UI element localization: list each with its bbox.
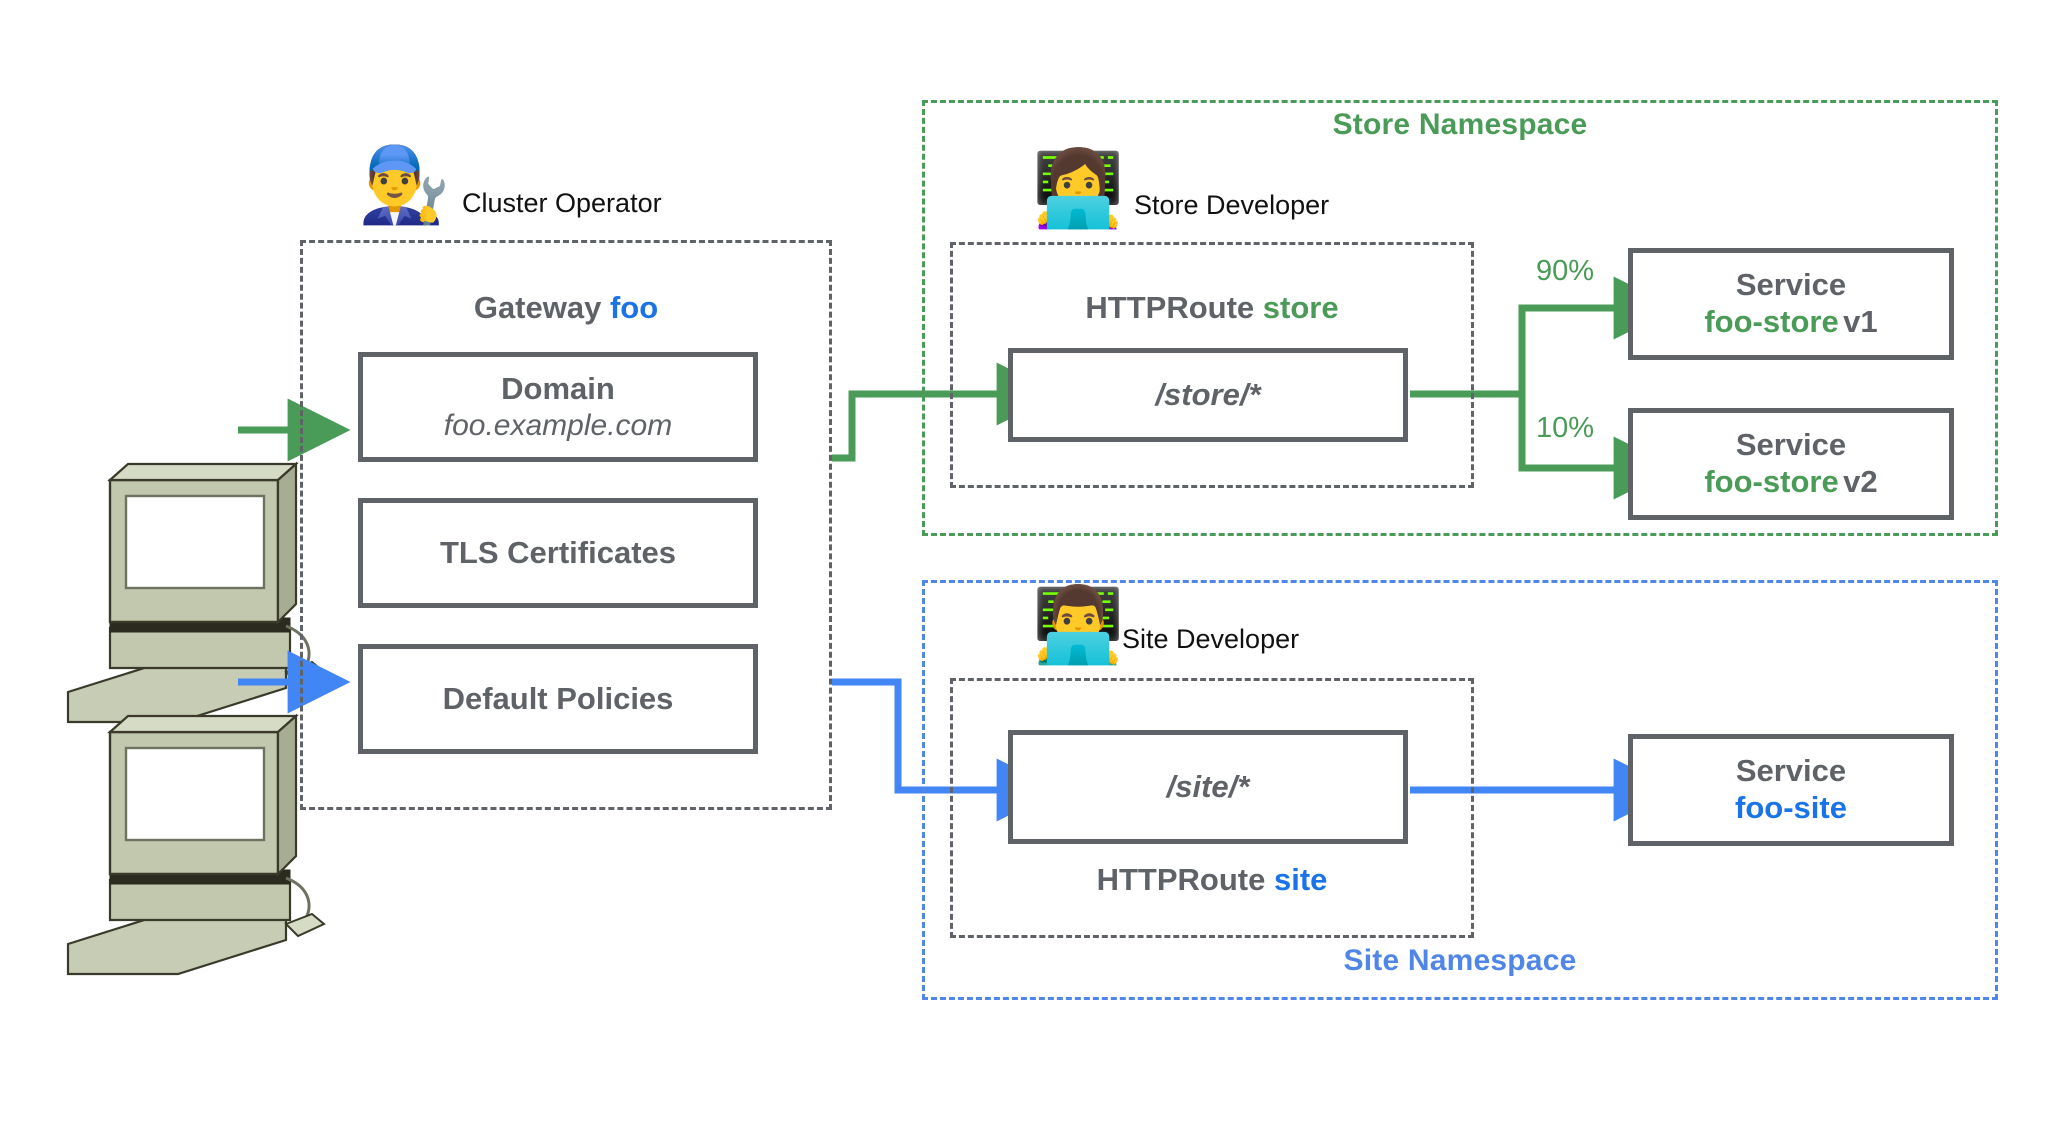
gateway-item-tls-certificates-title: TLS Certificates [439, 534, 676, 570]
gateway-kind: Gateway [473, 290, 602, 325]
cluster-operator-avatar: 👨‍🔧 [358, 142, 451, 228]
gateway-boundary [300, 240, 832, 810]
store-service-v1[interactable]: Service foo-store v1 [1628, 248, 1954, 360]
gateway-item-domain[interactable]: Domain foo.example.com [358, 352, 758, 462]
site-route-rule-path[interactable]: /site/* [1008, 730, 1408, 844]
gateway-item-tls-certificates[interactable]: TLS Certificates [358, 498, 758, 608]
site-httproute-heading: HTTPRoute site [950, 862, 1474, 898]
store-route-path-value: /store/* [1155, 376, 1261, 412]
store-httproute-heading: HTTPRoute store [950, 290, 1474, 326]
gateway-name: foo [609, 290, 659, 325]
gateway-item-domain-subtitle: foo.example.com [443, 408, 673, 442]
site-httproute-boundary [950, 678, 1474, 938]
gateway-item-default-policies-title: Default Policies [442, 680, 674, 716]
store-httproute-name: store [1262, 290, 1339, 325]
store-namespace-label: Store Namespace [1332, 108, 1588, 141]
site-namespace-boundary [922, 580, 1998, 1000]
site-httproute-kind: HTTPRoute [1096, 862, 1266, 897]
store-backend-v1-weight: 90% [1536, 255, 1595, 287]
store-developer-label: Store Developer [1134, 190, 1330, 220]
site-namespace-label: Site Namespace [1343, 944, 1577, 977]
store-service-v1-kind: Service [1735, 267, 1847, 303]
site-developer-label: Site Developer [1122, 624, 1300, 654]
store-service-v2-kind: Service [1735, 427, 1847, 463]
gateway-heading: Gateway foo [300, 290, 832, 326]
desktop-computer-icon-1 [66, 461, 326, 724]
cluster-operator-label: Cluster Operator [462, 188, 662, 218]
store-service-v2-name: foo-store [1704, 464, 1839, 499]
gateway-item-default-policies[interactable]: Default Policies [358, 644, 758, 754]
site-service[interactable]: Service foo-site [1628, 734, 1954, 846]
store-service-v2-version: v2 [1843, 464, 1878, 499]
store-route-rule-path[interactable]: /store/* [1008, 348, 1408, 442]
site-service-kind: Service [1735, 753, 1847, 789]
store-service-v1-name: foo-store [1704, 304, 1839, 339]
store-service-v1-version: v1 [1843, 304, 1878, 339]
store-httproute-boundary [950, 242, 1474, 488]
store-service-v2[interactable]: Service foo-store v2 [1628, 408, 1954, 520]
site-service-name: foo-site [1735, 790, 1847, 825]
gateway-item-domain-title: Domain [501, 371, 615, 407]
store-developer-avatar: 👩‍💻 [1032, 146, 1125, 232]
site-httproute-name: site [1273, 862, 1328, 897]
desktop-computer-icon-2 [66, 713, 326, 976]
store-backend-v2-weight: 10% [1536, 412, 1595, 444]
site-developer-avatar: 👨‍💻 [1032, 582, 1125, 668]
store-httproute-kind: HTTPRoute [1085, 290, 1255, 325]
store-namespace-boundary [922, 100, 1998, 536]
site-route-path-value: /site/* [1166, 768, 1250, 804]
